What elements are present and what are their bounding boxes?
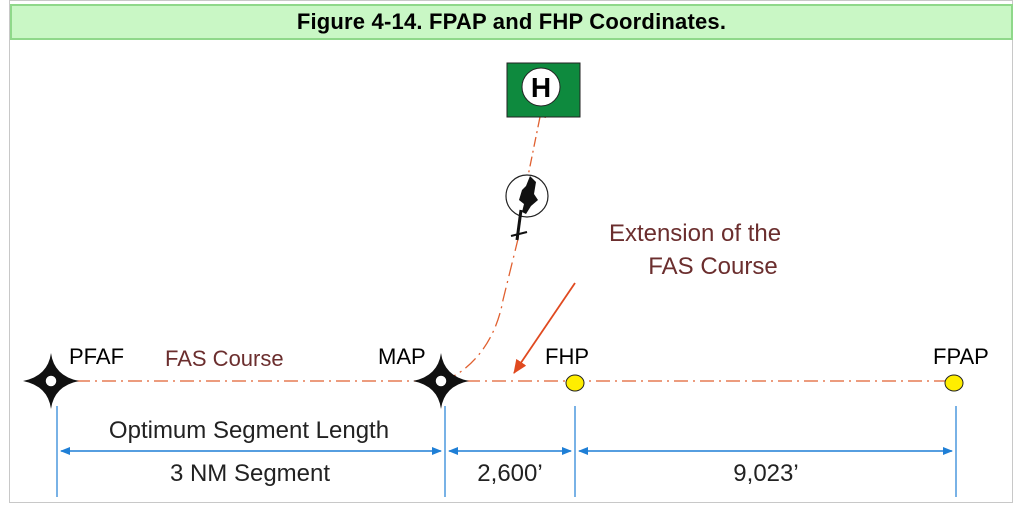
helicopter-icon [505,174,549,241]
optimum-segment-label: Optimum Segment Length [109,417,389,444]
segment-length-label: 3 NM Segment [170,460,330,487]
extension-label-line2: FAS Course [648,253,777,280]
fhp-waypoint-icon [565,374,585,392]
fpap-waypoint-icon [944,374,964,392]
figure-caption: Figure 4-14. FPAP and FHP Coordinates. [296,9,727,34]
route-to-heliport [525,111,542,187]
caption-bar: Figure 4-14. FPAP and FHP Coordinates. [10,4,1013,40]
pfaf-waypoint-icon [23,353,79,409]
heliport-letter: H [531,72,551,103]
pfaf-label: PFAF [69,344,124,369]
map-fhp-distance-label: 2,600’ [477,460,542,487]
fhp-label: FHP [545,344,589,369]
extension-arrow [513,282,576,374]
map-label: MAP [378,344,426,369]
fpap-label: FPAP [933,344,989,369]
figure-frame [9,0,1013,503]
map-waypoint-icon [413,353,469,409]
missed-approach-route [442,234,520,382]
fhp-fpap-distance-label: 9,023’ [733,460,798,487]
extension-label-line1: Extension of the [609,220,781,247]
fas-course-label: FAS Course [165,346,284,371]
heliport-h-icon: H [506,62,581,118]
